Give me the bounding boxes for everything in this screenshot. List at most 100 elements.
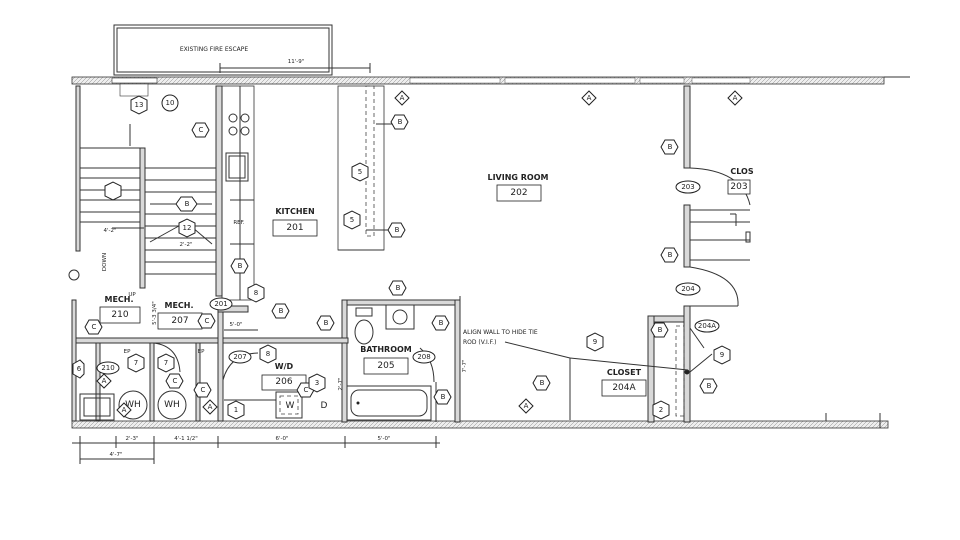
fire-escape-label: EXISTING FIRE ESCAPE (180, 46, 249, 53)
ref-label: REF. (233, 220, 245, 226)
svg-text:A: A (400, 94, 405, 102)
tag-b-8: B (388, 280, 407, 296)
tag-7-b: 7 (157, 353, 175, 373)
tag-10: 10 (161, 94, 179, 112)
room-number-mech210: 210 (111, 310, 128, 320)
room-name-closet204a: CLOSET (607, 368, 642, 377)
stair-down-label: DOWN (102, 253, 108, 271)
tag-b-2: B (387, 222, 406, 238)
dim-top: 11'-9" (288, 59, 305, 65)
tag-c-1: C (191, 122, 210, 138)
svg-text:B: B (668, 143, 673, 151)
tag-a-1: A (394, 90, 410, 106)
tag-c-3: C (197, 313, 216, 329)
ep-label-2: EP (198, 349, 205, 355)
tag-b-4: B (660, 247, 679, 263)
tag-1: 1 (227, 400, 245, 420)
tag-a-5: A (202, 399, 218, 415)
room-name-clos203: CLOS (730, 167, 753, 176)
tag-8-b: 8 (259, 344, 277, 364)
svg-text:10: 10 (166, 99, 175, 107)
number-tags: 13 10 12 5 5 8 8 3 1 7 7 6 9 9 2 (72, 94, 731, 420)
tag-b-14: B (175, 196, 198, 212)
svg-text:B: B (668, 251, 673, 259)
bottom-dimensions: 2'-3" 4'-1 1/2" 6'-0" 5'-0" 4'-7" (72, 436, 440, 464)
svg-text:B: B (238, 262, 243, 270)
svg-text:1: 1 (234, 406, 238, 414)
door-tag-203: 203 (681, 183, 694, 191)
svg-text:A: A (587, 94, 592, 102)
room-labels: LIVING ROOM 202 KITCHEN 201 BATHROOM 205… (99, 167, 754, 397)
svg-text:C: C (205, 317, 210, 325)
room-name-bathroom: BATHROOM (360, 345, 412, 354)
room-name-mech210: MECH. (104, 295, 133, 304)
dryer-label: D (321, 401, 328, 411)
svg-text:3: 3 (315, 379, 319, 387)
tag-a-2: A (581, 90, 597, 106)
room-name-kitchen: KITCHEN (275, 207, 314, 216)
kitchen-area: REF. (221, 85, 396, 301)
bathroom-area: 7'-7" (341, 296, 468, 423)
closet-walls (647, 85, 751, 423)
door-tag-210: 210 (101, 364, 114, 372)
tag-b-6: B (699, 378, 718, 394)
wall-note: ALIGN WALL TO HIDE TIE ROD (V.I.F.) (463, 329, 689, 420)
tag-b-3: B (660, 139, 679, 155)
room-name-wd: W/D (275, 362, 294, 371)
tag-3: 3 (308, 373, 326, 393)
stair-up-label: UP (128, 292, 136, 298)
tag-a-7: A (116, 402, 132, 418)
svg-text:8: 8 (254, 289, 258, 297)
tag-b-12: B (271, 303, 290, 319)
ep-label-1: EP (124, 349, 131, 355)
note-line-2: ROD (V.I.F.) (463, 339, 496, 346)
svg-text:5: 5 (358, 168, 362, 176)
svg-text:B: B (658, 326, 663, 334)
dim-bottom-2: 4'-1 1/2" (174, 436, 198, 442)
svg-text:C: C (304, 386, 309, 394)
door-tag-201: 201 (214, 300, 227, 308)
svg-text:A: A (733, 94, 738, 102)
tag-5-a: 5 (351, 162, 369, 182)
tag-5-b: 5 (343, 210, 361, 230)
tag-9-a: 9 (586, 332, 604, 352)
svg-text:B: B (324, 319, 329, 327)
room-number-wd: 206 (275, 377, 292, 387)
room-number-clos203: 203 (730, 182, 747, 192)
svg-text:9: 9 (593, 338, 597, 346)
dim-stair-small: 2'-2" (179, 242, 192, 248)
svg-text:A: A (102, 377, 107, 385)
tag-6: 6 (72, 359, 85, 379)
room-number-living: 202 (510, 188, 527, 198)
dim-bottom-1: 2'-3" (125, 436, 138, 442)
svg-text:A: A (524, 402, 529, 410)
svg-text:B: B (279, 307, 284, 315)
exterior-walls (71, 76, 910, 429)
room-number-mech207: 207 (171, 316, 188, 326)
tag-c-2: C (84, 319, 103, 335)
svg-text:7: 7 (164, 359, 168, 367)
svg-text:B: B (395, 226, 400, 234)
room-number-closet204a: 204A (612, 383, 636, 393)
dim-stair: 4'-2" (103, 228, 116, 234)
tag-12: 13 (130, 95, 148, 115)
svg-text:B: B (185, 200, 190, 208)
svg-text:C: C (173, 377, 178, 385)
tag-b-11: B (433, 389, 452, 405)
door-tag-204a: 204A (698, 322, 716, 330)
svg-text:C: C (201, 386, 206, 394)
svg-text:A: A (122, 406, 127, 414)
room-name-mech207: MECH. (164, 301, 193, 310)
tag-7-a: 7 (127, 353, 145, 373)
door-tags: 203 204 204A 201 207 208 210 (96, 180, 720, 375)
tag-a-4: A (518, 398, 534, 414)
dim-bottom-3: 6'-0" (275, 436, 288, 442)
tag-13 (104, 181, 122, 201)
svg-text:12: 12 (183, 224, 192, 232)
svg-text:9: 9 (720, 351, 724, 359)
svg-text:B: B (441, 393, 446, 401)
svg-text:B: B (707, 382, 712, 390)
tag-c-4: C (165, 373, 184, 389)
door-tag-204: 204 (681, 285, 695, 293)
